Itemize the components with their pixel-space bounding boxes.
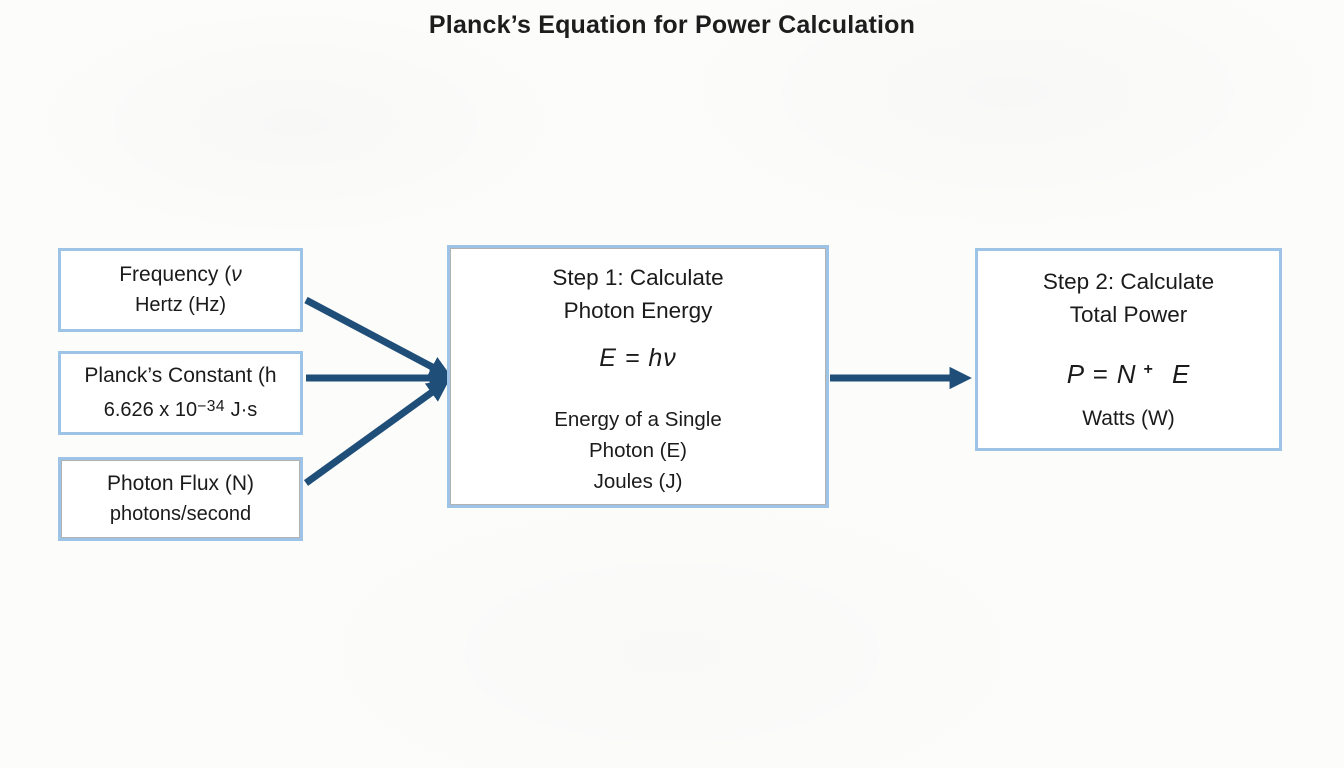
arrow-flux-to-step1 — [303, 379, 450, 486]
node-step1: Step 1: Calculate Photon Energy E = hν E… — [447, 245, 829, 508]
node-plancks-constant: Planck’s Constant (h 6.626 x 10−34 J·s — [58, 351, 303, 435]
frequency-label: Frequency (ν — [119, 263, 242, 286]
step1-heading-line2: Photon Energy — [563, 298, 713, 323]
node-step2: Step 2: Calculate Total Power P = N+E Wa… — [975, 248, 1282, 451]
step1-formula: E = hν — [599, 344, 677, 372]
step2-heading-line1: Step 2: Calculate — [1042, 269, 1215, 294]
planck-value: 6.626 x 10−34 J·s — [103, 398, 258, 421]
operator: + — [1143, 360, 1154, 379]
flux-label: Photon Flux (N) — [106, 472, 255, 495]
step2-unit: Watts (W) — [1082, 407, 1175, 430]
step1-description-line1: Energy of a Single — [554, 408, 722, 431]
step2-formula: P = N+E — [1066, 359, 1191, 389]
arrow-frequency-to-step1 — [304, 296, 452, 378]
exponent: −34 — [197, 398, 226, 415]
step2-heading-line2: Total Power — [1069, 302, 1188, 327]
nu-symbol: ν — [231, 263, 242, 286]
step1-description-line3: Joules (J) — [593, 470, 683, 493]
step1-description: Energy of a Single Photon (E) Joules (J) — [554, 404, 722, 497]
step1-heading-line1: Step 1: Calculate — [552, 265, 724, 290]
step1-description-line2: Photon (E) — [589, 439, 687, 462]
node-frequency: Frequency (ν Hertz (Hz) — [58, 248, 303, 332]
flux-unit: photons/second — [109, 503, 252, 525]
node-photon-flux: Photon Flux (N) photons/second — [58, 457, 303, 541]
frequency-unit: Hertz (Hz) — [134, 294, 227, 316]
diagram-title: Planck’s Equation for Power Calculation — [428, 11, 916, 39]
planck-label: Planck’s Constant (h — [84, 364, 277, 387]
